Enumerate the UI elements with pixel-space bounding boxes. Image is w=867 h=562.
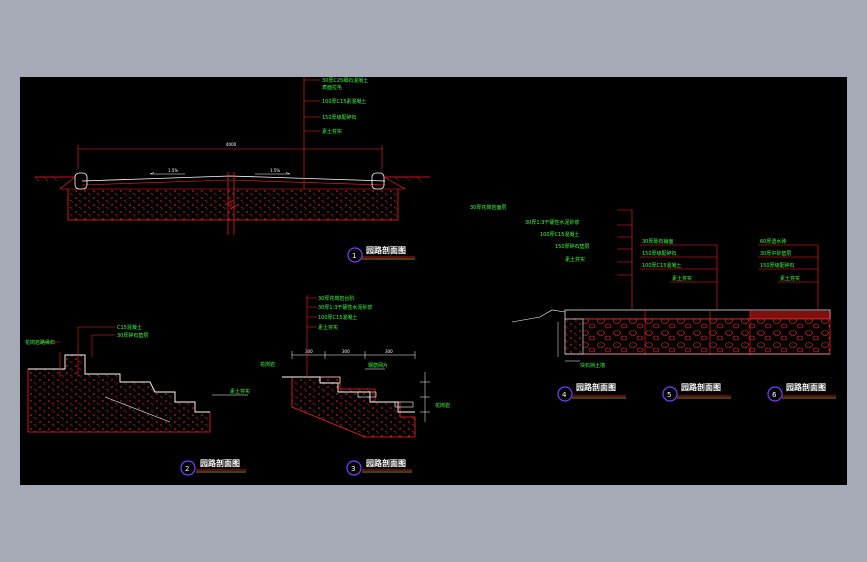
section-3-side-label: 花岗岩 [260,361,275,368]
section-4-label: 30厚花岗岩面层 [470,204,506,211]
section-5-number: 5 [667,391,671,399]
section-5-label: 100厚C15混凝土 [642,262,681,269]
section-3-callout [346,460,362,476]
section-4-callout [557,386,573,402]
sections-4-6: 块石挡土墙 30厚花岗岩面层 30厚1:3干硬性水泥砂浆 100厚C15混凝土 … [470,204,836,402]
section-6-number: 6 [772,391,777,399]
drawing-canvas[interactable]: 4000 1.5% 1.5% 30厚C25细石混凝土 表面拉毛 100厚C15素… [20,77,847,485]
section-4-label: 100厚C15混凝土 [540,231,579,238]
section-1-dimension: 4000 [226,142,237,147]
section-6-title: 园路剖面图 [786,382,826,392]
section-3: 300 300 300 30厚花岗岩台阶 30厚1:3干硬性水泥砂浆 100厚C… [260,295,450,476]
section-1-slope-right: 1.5% [270,168,280,173]
section-4-label: 30厚1:3干硬性水泥砂浆 [525,219,579,226]
section-6-label: 素土夯实 [780,275,800,282]
section-3-side-label: 花岗岩 [435,402,450,409]
section-5-label: 150厚级配碎石 [642,250,677,257]
section-2-label: 30厚碎石垫层 [117,332,148,339]
section-3-dim: 300 [342,349,350,354]
section-3-dim: 300 [305,349,313,354]
section-3-label: 素土夯实 [318,324,338,331]
section-2-label: 素土夯实 [230,388,250,395]
section-5-label: 30厚砾石铺面 [642,238,673,245]
section-1-label: 素土夯实 [322,128,342,135]
section-1-label: 150厚级配碎石 [322,114,357,121]
section-5-callout [662,386,678,402]
section-3-label: 30厚1:3干硬性水泥砂浆 [318,304,372,311]
section-1-label: 30厚C25细石混凝土 [322,77,368,84]
section-3-label: 30厚花岗岩台阶 [318,295,354,302]
section-1-callout [347,247,363,263]
section-1: 4000 1.5% 1.5% 30厚C25细石混凝土 表面拉毛 100厚C15素… [34,77,430,263]
section-1-label: 表面拉毛 [322,84,342,91]
section-2-title: 园路剖面图 [200,458,240,468]
section-6-label: 60厚透水砖 [760,238,786,245]
section-4-label: 150厚碎石垫层 [555,243,590,250]
section-3-label: 钢筋网片 [368,362,388,369]
section-1-label: 100厚C15素混凝土 [322,98,366,105]
section-5-title: 园路剖面图 [681,382,721,392]
section-1-title: 园路剖面图 [366,245,406,255]
section-3-title: 园路剖面图 [366,458,406,468]
section-6-label: 150厚级配碎石 [760,262,795,269]
section-2-label: 花岗岩路缘石 [25,339,55,346]
section-3-number: 3 [351,465,355,473]
section-2: C15混凝土 30厚碎石垫层 花岗岩路缘石 素土夯实 2 园路剖面图 [25,324,250,476]
section-5-label: 素土夯实 [672,275,692,282]
section-2-label: C15混凝土 [117,324,142,331]
section-4-bottom-label: 块石挡土墙 [580,362,605,369]
section-3-dim: 300 [385,349,393,354]
section-4-label: 素土夯实 [565,256,585,263]
section-4-number: 4 [562,391,567,399]
section-4-title: 园路剖面图 [576,382,616,392]
cad-drawing: 4000 1.5% 1.5% 30厚C25细石混凝土 表面拉毛 100厚C15素… [25,77,836,476]
section-1-number: 1 [352,252,356,260]
section-3-label: 100厚C15混凝土 [318,314,357,321]
section-1-slope-left: 1.5% [168,168,178,173]
section-2-number: 2 [185,465,189,473]
section-6-callout [767,386,783,402]
section-6-label: 30厚中砂垫层 [760,250,791,257]
section-2-callout [180,460,196,476]
